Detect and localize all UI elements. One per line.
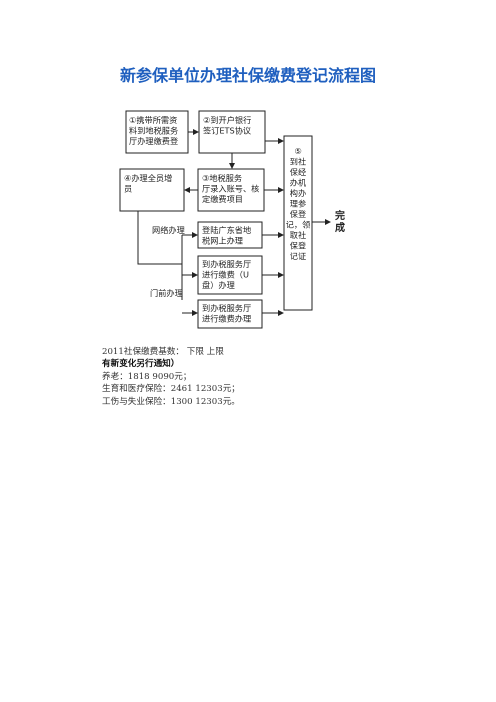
online-box — [197, 221, 263, 249]
flow-text-line: 进行缴费办理 — [202, 314, 251, 324]
online-text: 登陆广东省地税网上办理 — [202, 225, 251, 246]
ukey-box — [197, 255, 263, 295]
flow-text-line: 签订ETS协议 — [203, 126, 251, 136]
pension-line: 养老：1818 9090元； — [102, 371, 192, 382]
flow-text-line: 构办 — [290, 188, 306, 198]
flow-text-line: 员 — [124, 184, 132, 194]
flow-text-line: ②到开户银行 — [203, 115, 251, 125]
flow-text-line: 厅录入账号、核 — [202, 184, 259, 194]
flow-text-line: 定缴费项目 — [202, 194, 243, 204]
step4-text: ④办理全员增员 — [124, 173, 172, 194]
flow-text-line: 办机 — [290, 178, 307, 188]
flow-text-line: 到办税服务厅 — [202, 259, 251, 269]
page-title: 新参保单位办理社保缴费登记流程图 — [119, 66, 376, 85]
flow-text-line: 盘）办理 — [202, 280, 235, 290]
flow-text-line: 到办税服务厅 — [202, 303, 251, 313]
flow-text-line: 完 — [335, 209, 345, 222]
flow-text-line: 进行缴费（U — [202, 270, 249, 280]
flow-text-line: 理参 — [290, 199, 306, 209]
base-line: 2011社保缴费基数： 下限 上限 — [102, 347, 224, 357]
branch-counter-label: 门前办理 — [150, 288, 183, 298]
flow-text-line: 税网上办理 — [202, 236, 243, 246]
done-text: 完成 — [335, 209, 345, 234]
flow-text-line: 厅办理缴费登 — [129, 136, 178, 146]
flow-text-line: ①携带所需资 — [129, 115, 177, 125]
flow-text-line: 料到地税服务 — [129, 126, 178, 136]
flow-text-line: 到社 — [290, 157, 306, 167]
branch-line — [137, 211, 182, 265]
flow-text-line: ⑤ — [294, 146, 301, 156]
fee-notes: 2011社保缴费基数： 下限 上限 有新变化另行通知） 养老：1818 9090… — [102, 346, 240, 408]
flow-text-line: 保登 — [290, 209, 306, 219]
flow-text-line: 登陆广东省地 — [202, 225, 251, 235]
medical-line: 生育和医疗保险：2461 12303元； — [102, 384, 240, 395]
flow-text-line: 取社 — [290, 230, 306, 240]
flow-text-line: 成 — [335, 221, 345, 234]
step1-text: ①携带所需资料到地税服务厅办理缴费登 — [129, 115, 178, 146]
change-notice: 有新变化另行通知） — [102, 359, 180, 370]
step5-box — [283, 135, 313, 311]
step3-text: ③地税服务厅录入账号、核定缴费项目 — [202, 173, 259, 204]
flow-text-line: ④办理全员增 — [124, 173, 172, 183]
flow-text-line: 记，领 — [286, 220, 311, 230]
branch-online-label: 网络办理 — [152, 225, 185, 235]
step2-text: ②到开户银行签订ETS协议 — [203, 115, 251, 136]
injury-line: 工伤与失业保险：1300 12303元。 — [102, 396, 240, 407]
flow-text-line: 保登 — [290, 241, 306, 251]
flow-text-line: ③地税服务 — [202, 173, 242, 183]
flow-text-line: 保经 — [290, 167, 306, 177]
counter-box — [197, 299, 263, 329]
counter-text: 到办税服务厅进行缴费办理 — [202, 303, 251, 324]
flow-text-line: 记证 — [290, 251, 306, 261]
